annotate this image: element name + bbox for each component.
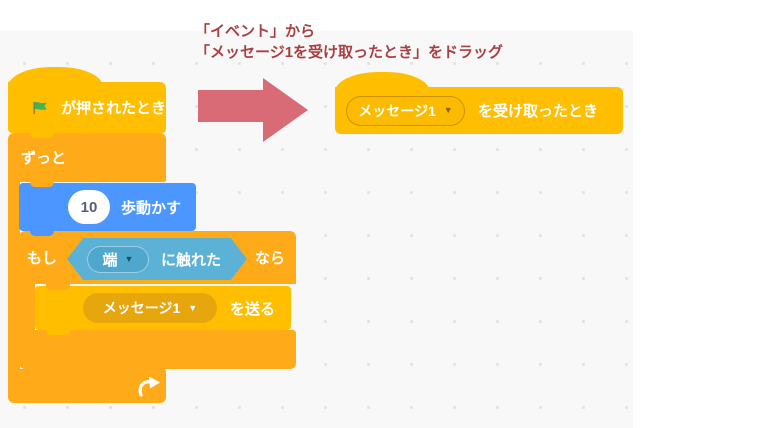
received-dropdown[interactable]: メッセージ1 ▼ (346, 95, 465, 126)
touching-label: に触れた (161, 251, 222, 269)
broadcast-dropdown[interactable]: メッセージ1 ▼ (83, 293, 217, 323)
dropdown-arrow-icon: ▼ (188, 302, 198, 313)
steps-input[interactable]: 10 (68, 190, 110, 224)
touching-dropdown[interactable]: 端 ▼ (87, 245, 149, 273)
forever-top-bump (30, 180, 54, 187)
then-label: なら (255, 250, 286, 267)
green-flag-icon (33, 101, 47, 114)
if-label: もし (27, 250, 58, 267)
broadcast-label: を送る (230, 300, 276, 318)
broadcast-bottom-bump (46, 328, 70, 335)
broadcast-dropdown-value: メッセージ1 (102, 300, 181, 316)
move-steps-block[interactable]: 10 歩動かす (19, 183, 196, 231)
forever-label: ずっと (21, 150, 67, 167)
forever-block[interactable]: ずっと (8, 133, 166, 182)
touching-edge-condition-block[interactable]: 端 ▼ に触れた (67, 238, 247, 280)
instruction-line-1: 「イベント」から (195, 23, 316, 40)
if-block[interactable]: もし 端 ▼ に触れた なら (19, 231, 296, 284)
drag-arrow-icon (198, 78, 308, 142)
dropdown-arrow-icon: ▼ (124, 253, 134, 264)
when-flag-clicked-label: が押されたとき (60, 100, 166, 117)
if-arm[interactable] (19, 284, 35, 335)
move-bottom-bump (30, 229, 54, 236)
when-received-block[interactable]: メッセージ1 ▼ を受け取ったとき (335, 87, 623, 134)
steps-value: 10 (80, 198, 98, 216)
loop-arrow-icon (138, 376, 160, 397)
if-mouth-top-bump (46, 283, 70, 290)
forever-arm[interactable] (8, 182, 20, 371)
when-flag-clicked-block[interactable]: が押されたとき (8, 82, 166, 133)
when-received-label: を受け取ったとき (478, 103, 599, 120)
move-label: 歩動かす (121, 199, 182, 217)
forever-bottom-bar[interactable] (8, 369, 166, 403)
touching-dropdown-value: 端 (102, 251, 118, 269)
broadcast-block[interactable]: メッセージ1 ▼ を送る (35, 286, 291, 330)
received-dropdown-value: メッセージ1 (358, 102, 436, 119)
hat-bottom-bump (30, 131, 54, 138)
dropdown-arrow-icon: ▼ (443, 105, 453, 115)
if-bottom-bar[interactable] (19, 330, 296, 369)
instruction-text: 「イベント」から 「メッセージ1を受け取ったとき」をドラッグ (195, 21, 503, 63)
instruction-line-2: 「メッセージ1を受け取ったとき」をドラッグ (195, 44, 504, 61)
